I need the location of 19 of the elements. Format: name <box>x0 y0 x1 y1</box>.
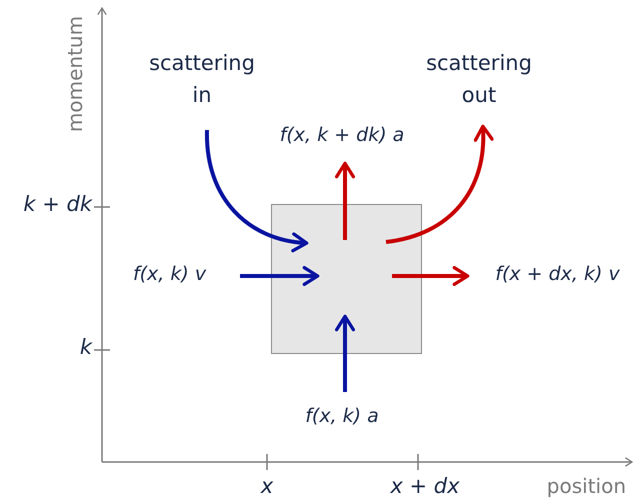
tick-label: k <box>78 335 92 359</box>
flux-label: f(x, k) a <box>272 402 412 430</box>
arrow <box>392 266 470 286</box>
arrow <box>240 266 320 286</box>
arrow <box>205 130 308 252</box>
tick-label: x <box>259 474 274 498</box>
flux-label: f(x + dx, k) v <box>480 260 635 288</box>
axis-title: momentum <box>63 14 87 134</box>
process-label: scattering in <box>147 48 257 111</box>
arrow <box>335 314 355 392</box>
tick-label: k + dk <box>22 192 92 216</box>
axis-title: position <box>546 474 626 498</box>
tick-label: x + dx <box>389 474 461 498</box>
flux-label: f(x, k + dk) a <box>252 121 432 150</box>
phase-space-cell <box>271 204 422 354</box>
arrow <box>386 124 494 244</box>
flux-label: f(x, k) v <box>112 260 227 288</box>
process-label: scattering out <box>424 48 534 111</box>
arrow <box>335 162 355 240</box>
